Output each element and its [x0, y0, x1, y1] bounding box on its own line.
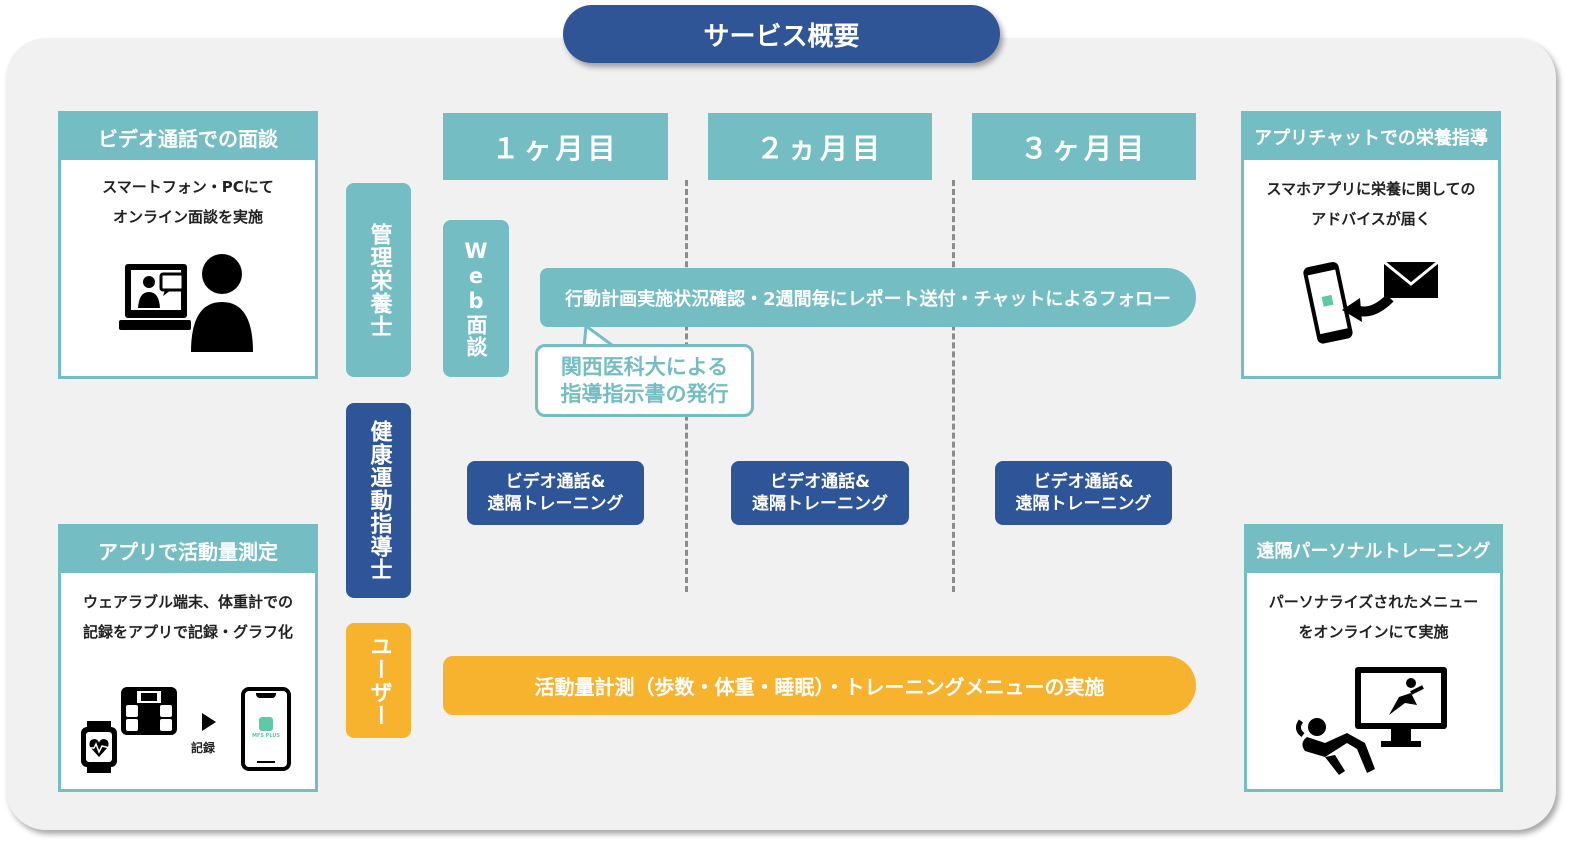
stretching-person-icon: [1295, 718, 1375, 775]
instruction-callout: 関西医科大による 指導指示書の発行: [535, 344, 754, 417]
callout-line1: 関西医科大による: [560, 354, 729, 379]
record-label: 記録: [191, 741, 216, 755]
card-chat-line2: アドバイスが届く: [1311, 210, 1431, 228]
training-box-line1: ビデオ通話&: [770, 472, 870, 492]
card-remote-training-line1: パーソナライズされたメニュー: [1268, 593, 1479, 611]
card-chat-desc: スマホアプリに栄養に関しての アドバイスが届く: [1244, 174, 1498, 234]
callout-line2: 指導指示書の発行: [560, 381, 729, 406]
card-remote-training-line2: をオンラインにて実施: [1298, 623, 1449, 641]
month-header-1: １ヶ月目: [443, 113, 668, 180]
month-divider-2: [952, 180, 955, 592]
app-logo-icon: [259, 717, 273, 731]
training-box-line1: ビデオ通話&: [1033, 472, 1134, 492]
card-video-call-title: ビデオ通話での面談: [61, 114, 315, 160]
month-header-2: ２ヵ月目: [708, 113, 932, 180]
card-chat: アプリチャットでの栄養指導 スマホアプリに栄養に関しての アドバイスが届く: [1241, 111, 1501, 379]
callout-tail: [582, 326, 617, 350]
training-box-line2: 遠隔トレーニング: [752, 494, 888, 514]
role-user: ユーザー: [346, 623, 411, 738]
user-activity-band: 活動量計測（歩数・体重・睡眠）・トレーニングメニューの実施: [443, 656, 1196, 715]
training-box-line2: 遠隔トレーニング: [1015, 494, 1152, 514]
phone-notch: [256, 693, 276, 698]
monitor-exercise-icon: [1355, 667, 1447, 747]
role-trainer: 健康運動指導士: [346, 403, 411, 598]
card-chat-title: アプリチャットでの栄養指導: [1244, 114, 1498, 160]
card-remote-training-title: 遠隔パーソナルトレーニング: [1247, 527, 1500, 573]
card-chat-line1: スマホアプリに栄養に関しての: [1266, 180, 1476, 198]
phone-home-bar: [257, 761, 275, 763]
training-box-month3: ビデオ通話& 遠隔トレーニング: [995, 461, 1172, 525]
card-video-call-line1: スマートフォン・PCにて: [102, 178, 274, 196]
card-activity-title: アプリで活動量測定: [61, 527, 315, 573]
arrow-right-icon: [202, 713, 216, 731]
card-remote-training: 遠隔パーソナルトレーニング パーソナライズされたメニュー をオンラインにて実施: [1244, 524, 1503, 792]
dietitian-followup-band: 行動計画実施状況確認・2週間毎にレポート送付・チャットによるフォロー: [540, 268, 1196, 327]
video-call-person-icon: [119, 254, 253, 352]
role-dietitian: 管理栄養士: [346, 183, 411, 377]
card-activity-desc: ウェアラブル端末、体重計での 記録をアプリで記録・グラフ化: [61, 587, 315, 647]
card-video-call-desc: スマートフォン・PCにて オンライン面談を実施: [61, 172, 315, 232]
training-box-line1: ビデオ通話&: [505, 472, 606, 492]
card-activity-line1: ウェアラブル端末、体重計での: [82, 593, 293, 611]
scale-icon: [121, 687, 177, 735]
card-video-call-line2: オンライン面談を実施: [112, 208, 263, 226]
app-label: MFS PLUS: [251, 733, 281, 739]
phone-mail-icon: [1303, 260, 1439, 344]
training-box-month1: ビデオ通話& 遠隔トレーニング: [467, 461, 644, 525]
card-activity: アプリで活動量測定 ウェアラブル端末、体重計での 記録をアプリで記録・グラフ化 …: [58, 524, 318, 792]
smartphone-app-icon: MFS PLUS: [241, 687, 291, 771]
card-activity-line2: 記録をアプリで記録・グラフ化: [82, 623, 293, 641]
card-video-call: ビデオ通話での面談 スマートフォン・PCにて オンライン面談を実施: [58, 111, 318, 379]
diagram-title: サービス概要: [563, 5, 1000, 63]
training-box-month2: ビデオ通話& 遠隔トレーニング: [731, 461, 909, 525]
card-remote-training-desc: パーソナライズされたメニュー をオンラインにて実施: [1247, 587, 1500, 647]
training-box-line2: 遠隔トレーニング: [487, 494, 624, 514]
smartwatch-heart-icon: [81, 721, 117, 773]
web-interview-box: Web面談: [443, 220, 509, 377]
month-header-3: ３ヶ月目: [972, 113, 1196, 180]
